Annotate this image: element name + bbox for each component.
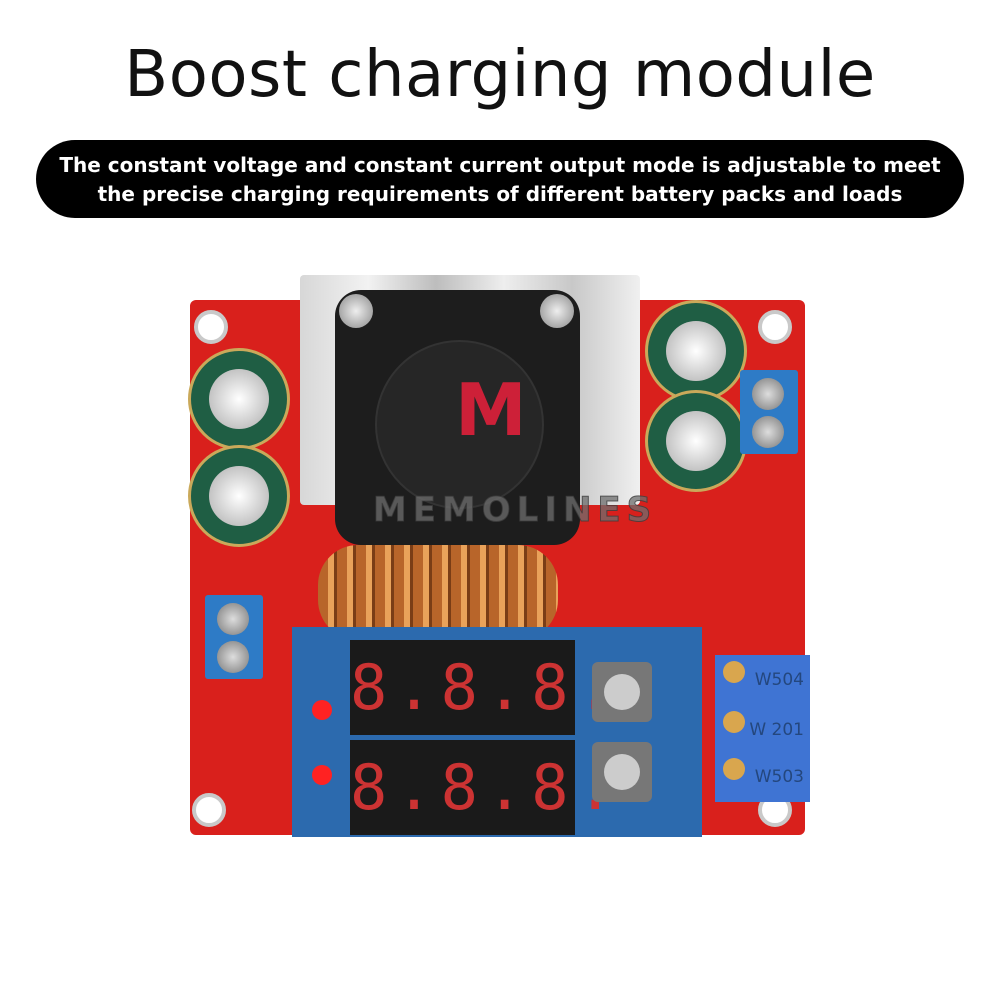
output-terminal xyxy=(740,370,798,454)
capacitor xyxy=(188,445,290,547)
page-title: Boost charging module xyxy=(124,38,876,112)
display-board: 8.8.8. 8.8.8. xyxy=(292,627,702,837)
capacitor xyxy=(645,390,747,492)
adjust-screw-icon xyxy=(723,661,745,683)
subtitle-line-1: The constant voltage and constant curren… xyxy=(59,153,941,177)
display-switch-button[interactable] xyxy=(592,662,652,722)
cooling-fan xyxy=(335,290,580,545)
potentiometer-w504[interactable]: W504 xyxy=(715,655,810,705)
mount-hole xyxy=(758,310,792,344)
inductor-coil xyxy=(318,545,558,640)
watermark: MEMOLINES xyxy=(372,490,658,531)
screw-icon xyxy=(339,294,373,328)
mount-hole xyxy=(194,310,228,344)
capacitor xyxy=(188,348,290,450)
adjust-screw-icon xyxy=(723,758,745,780)
display-mode-button[interactable] xyxy=(592,742,652,802)
subtitle-banner: The constant voltage and constant curren… xyxy=(36,140,964,218)
brand-logo: M xyxy=(455,368,527,452)
potentiometer-w201[interactable]: W 201 xyxy=(715,705,810,755)
input-terminal xyxy=(205,595,263,679)
subtitle-line-2: the precise charging requirements of dif… xyxy=(97,182,903,206)
adjust-screw-icon xyxy=(723,711,745,733)
current-display: 8.8.8. xyxy=(350,740,614,835)
voltage-display: 8.8.8. xyxy=(350,640,614,735)
capacitor xyxy=(645,300,747,402)
screw-icon xyxy=(540,294,574,328)
indicator-led xyxy=(312,765,332,785)
fan-hub xyxy=(375,340,544,509)
indicator-led xyxy=(312,700,332,720)
potentiometer-w503[interactable]: W503 xyxy=(715,752,810,802)
mount-hole xyxy=(192,793,226,827)
